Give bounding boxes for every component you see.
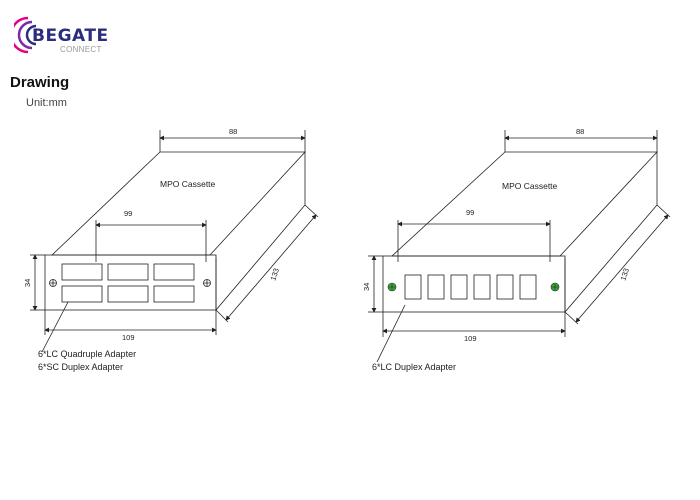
right-dim-34: 34 [362, 283, 371, 291]
adapter-slot [404, 274, 422, 300]
adapter-slot [473, 274, 491, 300]
left-callout-line1: 6*LC Quadruple Adapter [38, 349, 136, 359]
left-callout-leader [41, 301, 69, 353]
right-top-face [390, 151, 658, 257]
adapter-slot [427, 274, 445, 300]
left-dim-109: 109 [122, 333, 135, 342]
right-callout-leader [376, 304, 406, 363]
right-callout-line1: 6*LC Duplex Adapter [372, 362, 456, 372]
adapter-slot [107, 263, 149, 281]
right-side-face [564, 152, 658, 314]
right-dim-109: 109 [464, 334, 477, 343]
left-top-face [51, 151, 306, 256]
adapter-slot [107, 285, 149, 303]
left-cassette-drawing [30, 130, 319, 353]
adapter-slot [519, 274, 537, 300]
left-dim-133: 133 [269, 267, 281, 282]
adapter-slot [153, 263, 195, 281]
right-front-panel [382, 255, 566, 313]
left-callout-line2: 6*SC Duplex Adapter [38, 362, 123, 372]
left-cassette-label: MPO Cassette [160, 179, 216, 189]
right-dim-88: 88 [576, 127, 584, 136]
brand-name: BEGATE [32, 26, 109, 46]
adapter-slot [61, 285, 103, 303]
left-side-face [215, 152, 306, 312]
right-dim-99: 99 [466, 208, 474, 217]
right-adapter-slots [404, 274, 537, 300]
right-dim-133-line [575, 214, 669, 323]
section-title: Drawing [10, 74, 70, 91]
brand-logo: BEGATE CONNECT [14, 12, 114, 56]
right-dim-133: 133 [619, 267, 631, 282]
logo-arcs-icon [14, 16, 37, 54]
unit-label: Unit:mm [26, 97, 67, 109]
left-dim-34: 34 [23, 279, 32, 287]
left-adapter-slots [61, 263, 195, 303]
adapter-slot [496, 274, 514, 300]
screw-icon [203, 279, 211, 287]
adapter-slot [61, 263, 103, 281]
left-front-panel [44, 254, 217, 311]
right-cassette-drawing [368, 130, 671, 363]
left-dim-133-line [225, 214, 317, 321]
left-dim-88: 88 [229, 127, 237, 136]
adapter-slot [450, 274, 468, 300]
brand-tagline: CONNECT [60, 45, 102, 54]
screw-icon [49, 279, 57, 287]
right-screws [387, 282, 560, 292]
left-dim-99: 99 [124, 209, 132, 218]
adapter-slot [153, 285, 195, 303]
right-cassette-label: MPO Cassette [502, 181, 558, 191]
